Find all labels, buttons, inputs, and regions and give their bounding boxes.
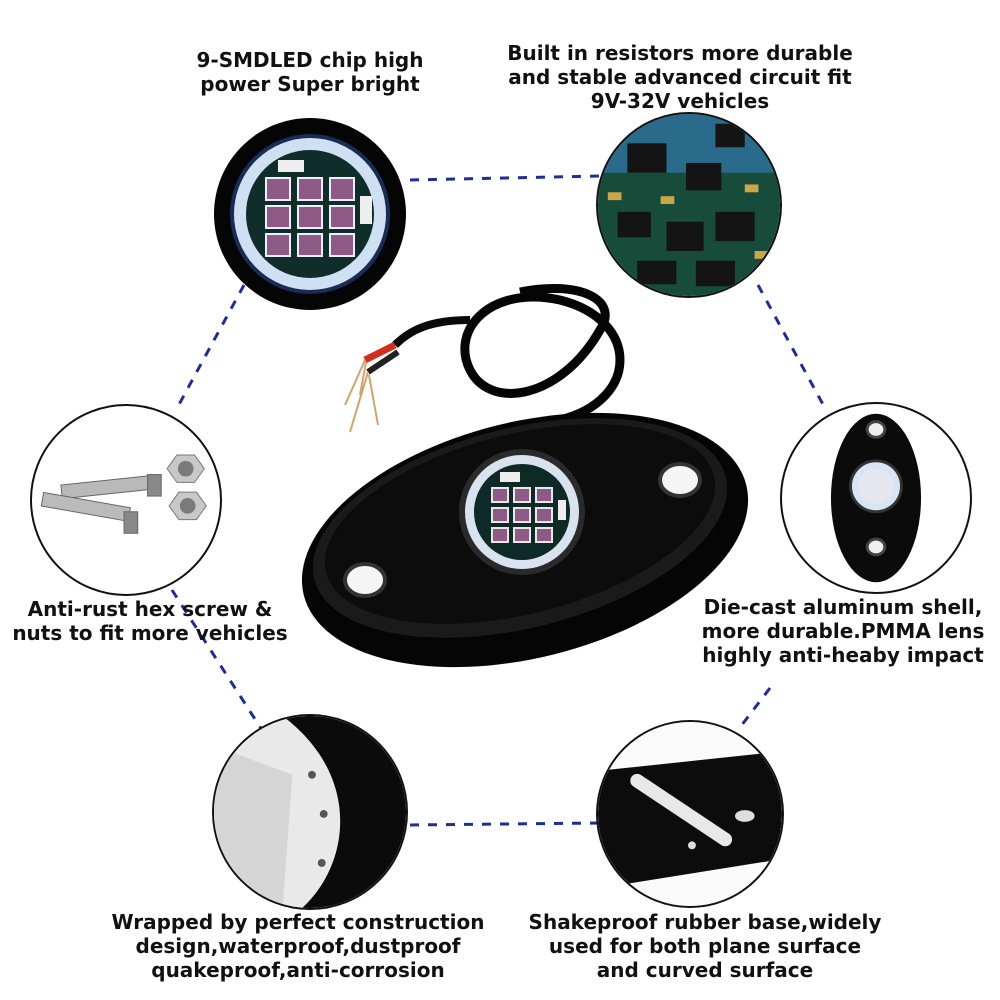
caption-screws: Anti-rust hex screw &nuts to fit more ve…: [12, 597, 288, 645]
light-housing: [301, 412, 749, 668]
screws-nuts-closeup-circle: [30, 404, 222, 596]
caption-shell: Die-cast aluminum shell,more durable.PMM…: [701, 595, 985, 667]
construction-closeup-circle: [212, 714, 408, 910]
circuit-board-closeup-circle: [596, 112, 782, 298]
rubber-base-closeup-circle: [596, 720, 784, 908]
led-chip-closeup-circle: [212, 116, 408, 312]
aluminum-shell-closeup-circle: [780, 402, 972, 594]
